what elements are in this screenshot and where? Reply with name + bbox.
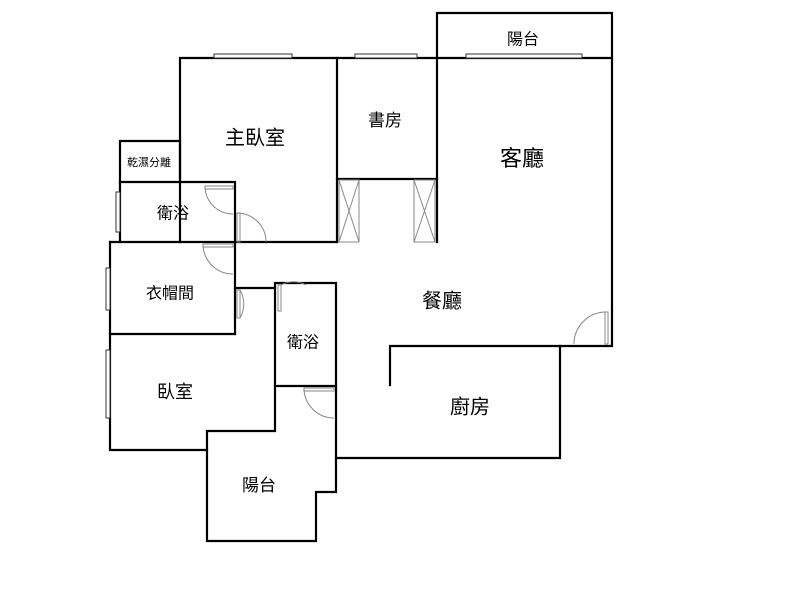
room-kitchen: 廚房 — [450, 395, 490, 419]
room-balcony-top: 陽台 — [507, 30, 539, 49]
room-labels: 主臥室 書房 客廳 陽台 乾濕分離 衛浴 衣帽間 餐廳 衛浴 臥室 廚房 陽台 — [127, 30, 544, 497]
walls — [108, 11, 614, 543]
windows — [105, 53, 583, 419]
room-bedroom: 臥室 — [157, 382, 193, 403]
room-living: 客廳 — [500, 147, 544, 172]
room-study: 書房 — [368, 111, 402, 131]
wardrobe-marks — [338, 179, 436, 243]
room-bath-2: 衛浴 — [287, 333, 319, 352]
room-master-bedroom: 主臥室 — [225, 126, 285, 150]
room-balcony-bottom: 陽台 — [242, 476, 276, 496]
doors — [202, 185, 609, 419]
room-closet: 衣帽間 — [146, 284, 194, 303]
room-dry-wet: 乾濕分離 — [127, 155, 171, 169]
room-dining: 餐廳 — [422, 289, 462, 313]
room-bath-1: 衛浴 — [157, 204, 189, 223]
